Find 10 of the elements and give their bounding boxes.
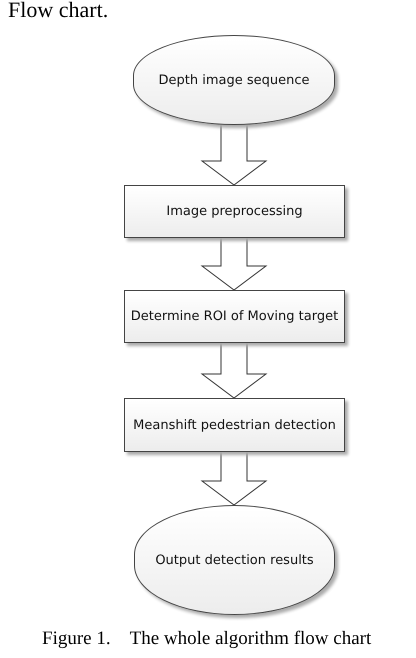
node-label: Output detection results <box>155 552 314 568</box>
heading-fragment: Flow chart. <box>8 0 108 22</box>
process-box <box>124 185 345 238</box>
process-box <box>124 290 345 343</box>
process-box <box>124 398 345 452</box>
node-label: Meanshift pedestrian detection <box>133 418 336 432</box>
node-label: Determine ROI of Moving target <box>130 309 338 324</box>
node-label: Image preprocessing <box>166 204 303 219</box>
node-label: Depth image sequence <box>158 72 310 88</box>
figure-caption: Figure 1. The whole algorithm flow chart <box>42 628 372 650</box>
